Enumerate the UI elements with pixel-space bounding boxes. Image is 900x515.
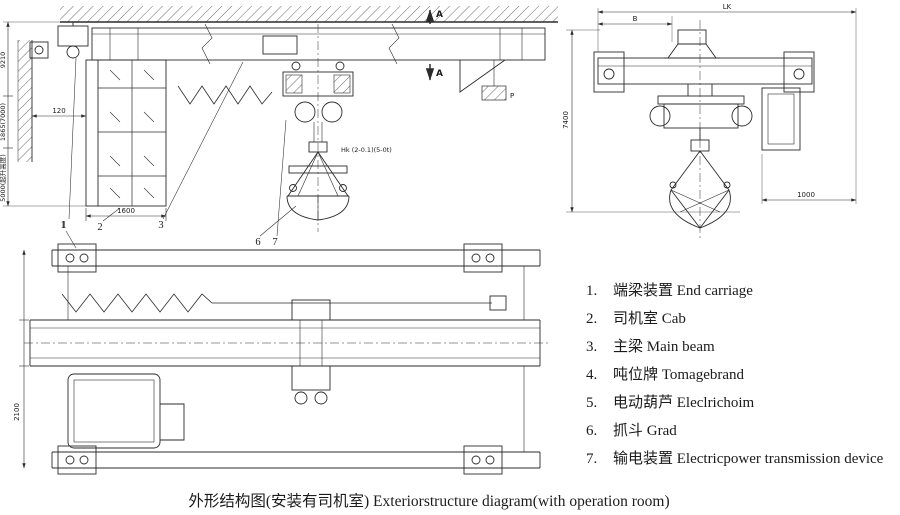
legend-item-label: 主梁 Main beam — [613, 339, 715, 355]
callout-leaders-front — [68, 57, 297, 237]
legend-item-label: 端梁装置 End carriage — [613, 283, 753, 299]
callout-plan-1: 1 — [60, 220, 65, 231]
legend-item-number: 4. — [586, 367, 598, 383]
cab-plan — [67, 373, 185, 449]
main-beam-front — [91, 23, 546, 65]
front-view — [3, 6, 558, 237]
power-cabinet-side — [761, 87, 801, 151]
right-support-front — [459, 59, 507, 101]
dim-plan-left — [19, 249, 29, 469]
dim-left-mid-text: 1865(7000) — [0, 103, 7, 141]
dim-side-height — [566, 29, 740, 213]
cab-front — [85, 59, 167, 207]
side-view — [566, 8, 857, 240]
callout-7: 7 — [272, 237, 277, 248]
left-wall-hatch — [17, 40, 49, 162]
legend-item-label: 抓斗 Grad — [613, 423, 677, 439]
dim-cab-width-text: 1600 — [117, 207, 135, 215]
dim-wall-to-cab-text: 120 — [52, 107, 65, 115]
section-a-mid-label: A — [436, 69, 443, 79]
festoon-cable-plan — [61, 293, 507, 313]
legend-item-number: 5. — [586, 395, 598, 411]
dim-side-bottom-text: 1000 — [797, 191, 815, 199]
electric-hoist-side — [649, 84, 753, 129]
p-mark-label: P — [510, 92, 514, 100]
top-end-beam-plan — [51, 243, 541, 273]
callout-2: 2 — [97, 222, 102, 233]
section-a-top-label: A — [436, 10, 443, 20]
legend-item-6: 6. 抓斗 Grad — [586, 421, 896, 441]
legend-item-label: 输电装置 Electricpower transmission device — [613, 451, 884, 467]
bottom-end-beam-plan — [51, 445, 541, 475]
legend-item-label: 电动葫芦 Eleclrichoim — [613, 395, 755, 411]
ceiling-hatch — [60, 6, 558, 23]
legend-item-number: 2. — [586, 311, 598, 327]
legend-item-number: 3. — [586, 339, 598, 355]
dim-plan-left-text: 2100 — [13, 403, 21, 421]
drawing-text: 1600 120 9210 1865(7000) 5000(起升高度) Hk (… — [0, 3, 815, 421]
legend-item-5: 5. 电动葫芦 Eleclrichoim — [586, 393, 896, 413]
dim-side-bottom — [761, 154, 857, 204]
plan-callout1-leader — [65, 230, 77, 249]
dim-cab-width — [85, 208, 167, 221]
tonnage-plate — [262, 35, 298, 55]
hoist-capacity-note: Hk (2-0.1)(5-0t) — [341, 146, 392, 154]
legend-item-7: 7. 输电装置 Electricpower transmission devic… — [586, 449, 896, 469]
dim-left-stack — [3, 21, 86, 207]
callout-3: 3 — [158, 220, 163, 231]
legend: 1. 端梁装置 End carriage 2. 司机室 Cab 3. 主梁 Ma… — [586, 281, 896, 477]
legend-item-3: 3. 主梁 Main beam — [586, 337, 896, 357]
top-trolley-side — [664, 29, 720, 59]
left-end-carriage-front — [57, 22, 89, 59]
legend-item-label: 吨位牌 Tomagebrand — [613, 367, 745, 383]
legend-item-label: 司机室 Cab — [613, 311, 686, 327]
dim-span-text: LK — [723, 3, 732, 11]
legend-item-number: 6. — [586, 423, 598, 439]
grab-front — [286, 141, 350, 221]
dim-side-height-text: 7400 — [562, 111, 570, 129]
callout-6: 6 — [255, 237, 260, 248]
callout-1: 1 — [61, 220, 66, 231]
dim-left-top-text: 9210 — [0, 52, 7, 69]
dim-span — [597, 8, 857, 204]
drawing-caption: 外形结构图(安装有司机室) Exteriorstructure diagram(… — [188, 493, 670, 510]
dim-left-bottom-text: 5000(起升高度) — [0, 154, 7, 202]
legend-item-number: 1. — [586, 283, 598, 299]
drawing-canvas: 1600 120 9210 1865(7000) 5000(起升高度) Hk (… — [0, 3, 857, 475]
legend-item-1: 1. 端梁装置 End carriage — [586, 281, 896, 301]
legend-item-4: 4. 吨位牌 Tomagebrand — [586, 365, 896, 385]
legend-item-2: 2. 司机室 Cab — [586, 309, 896, 329]
main-girder-plan — [24, 266, 548, 452]
plan-view — [19, 230, 548, 475]
legend-item-number: 7. — [586, 451, 598, 467]
festoon-cable-front — [177, 85, 273, 105]
electric-hoist-front — [282, 61, 354, 142]
grab-side — [669, 128, 731, 229]
trolley-plan — [291, 299, 331, 405]
dim-gauge-text: B — [633, 15, 638, 23]
